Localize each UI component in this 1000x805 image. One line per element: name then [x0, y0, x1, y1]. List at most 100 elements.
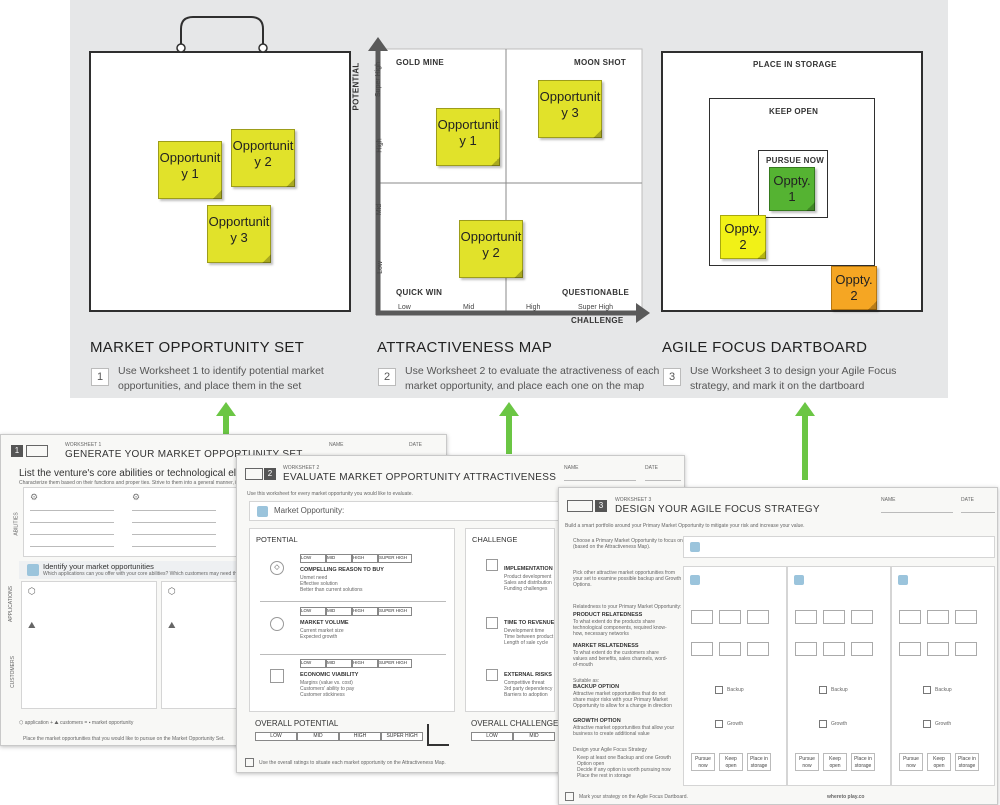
backup-checkbox[interactable]	[715, 686, 723, 694]
gear-icon: ⚙	[30, 492, 39, 502]
ws3-footer: Mark your strategy on the Agile Focus Da…	[579, 794, 688, 800]
worksheet-title: DESIGN YOUR AGILE FOCUS STRATEGY	[615, 504, 820, 515]
market-rings[interactable]	[851, 642, 873, 656]
market-opportunity-label: Market Opportunity:	[274, 506, 345, 515]
abilities-box[interactable]: ⚙ ⚙	[23, 487, 237, 557]
option-column-3[interactable]	[891, 566, 995, 786]
note-line: Oppty.	[773, 173, 811, 188]
ws1-subheading: Characterize them based on their functio…	[19, 480, 339, 486]
overall-potential-scale[interactable]: LOW MID HIGH SUPER HIGH	[255, 732, 423, 742]
scale-mid[interactable]: MID	[326, 607, 352, 616]
set-sticky-note-1[interactable]: Opportunit y 1	[158, 141, 222, 199]
date-label: DATE	[961, 497, 974, 503]
scale-high[interactable]: HIGH	[352, 607, 378, 616]
ws1-heading: List the venture's core abilities or tec…	[19, 468, 269, 479]
market-rings[interactable]	[955, 642, 977, 656]
note-fold	[262, 254, 271, 263]
scale-mid[interactable]: MID	[326, 554, 352, 563]
scale-high[interactable]: HIGH	[352, 659, 378, 668]
product-rings[interactable]	[691, 610, 713, 624]
keep-open-button[interactable]: Keep open	[927, 753, 951, 771]
worksheet-3[interactable]: 3 WORKSHEET 3 DESIGN YOUR AGILE FOCUS ST…	[558, 487, 998, 805]
note-fold	[868, 301, 877, 310]
growth-checkbox[interactable]	[819, 720, 827, 728]
market-rings[interactable]	[899, 642, 921, 656]
set-sticky-note-3[interactable]: Opportunit y 3	[207, 205, 271, 263]
product-rings[interactable]	[955, 610, 977, 624]
product-rings[interactable]	[851, 610, 873, 624]
option-column-1[interactable]	[683, 566, 787, 786]
x-axis-label: CHALLENGE	[571, 316, 624, 325]
scale-mid[interactable]: MID	[326, 659, 352, 668]
growth-option-sub: Attractive market opportunities that all…	[573, 725, 675, 737]
rating-scale[interactable]: LOW MID HIGH SUPER HIGH	[300, 554, 416, 563]
scale-super-high[interactable]: SUPER HIGH	[378, 607, 412, 616]
lightbulb-icon	[257, 506, 268, 517]
pursue-now-button[interactable]: Pursue now	[795, 753, 819, 771]
option-column-2[interactable]	[787, 566, 891, 786]
dart-sticky-oppty-2-storage[interactable]: Oppty. 2	[831, 266, 877, 310]
product-rings[interactable]	[823, 610, 845, 624]
rating-scale[interactable]: LOW MID HIGH SUPER HIGH	[300, 607, 416, 616]
growth-label: Growth	[831, 721, 848, 727]
scale-high[interactable]: HIGH	[339, 732, 381, 741]
potential-panel: POTENTIAL ◇ LOW MID HIGH SUPER HIGH COMP…	[249, 528, 455, 712]
scale-high[interactable]: HIGH	[352, 554, 378, 563]
scale-low[interactable]: LOW	[300, 554, 326, 563]
note-line: Opportunit	[232, 138, 294, 153]
backup-checkbox[interactable]	[819, 686, 827, 694]
scale-low[interactable]: LOW	[471, 732, 513, 741]
dart-sticky-oppty-2-keep[interactable]: Oppty. 2	[720, 215, 766, 259]
product-rings[interactable]	[719, 610, 741, 624]
market-rings[interactable]	[719, 642, 741, 656]
market-rings[interactable]	[927, 642, 949, 656]
backup-checkbox[interactable]	[923, 686, 931, 694]
set-step-number: 1	[91, 368, 109, 386]
bag-handle-icon	[176, 16, 268, 53]
market-rings[interactable]	[691, 642, 713, 656]
place-in-storage-button[interactable]: Place in storage	[955, 753, 979, 771]
market-rings[interactable]	[747, 642, 769, 656]
chart-icon	[270, 669, 284, 683]
map-sticky-note-2[interactable]: Opportunit y 2	[459, 220, 523, 278]
scale-mid[interactable]: MID	[513, 732, 555, 741]
scale-super-high[interactable]: SUPER HIGH	[378, 659, 412, 668]
item-title: COMPELLING REASON TO BUY	[300, 567, 384, 573]
product-rings[interactable]	[795, 610, 817, 624]
map-sticky-note-1[interactable]: Opportunit y 1	[436, 108, 500, 166]
growth-option: GROWTH OPTION	[573, 718, 621, 724]
pursue-now-button[interactable]: Pursue now	[691, 753, 715, 771]
market-rings[interactable]	[795, 642, 817, 656]
opportunity-box-2[interactable]: ⬡ ⛰	[161, 581, 247, 709]
challenge-panel: CHALLENGE IMPLEMENTATION Product develop…	[465, 528, 555, 712]
set-sticky-note-2[interactable]: Opportunit y 2	[231, 129, 295, 187]
growth-checkbox[interactable]	[715, 720, 723, 728]
place-in-storage-button[interactable]: Place in storage	[747, 753, 771, 771]
place-in-storage-button[interactable]: Place in storage	[851, 753, 875, 771]
scale-low[interactable]: LOW	[255, 732, 297, 741]
scale-mid[interactable]: MID	[297, 732, 339, 741]
scale-super-high[interactable]: SUPER HIGH	[381, 732, 423, 741]
product-rings[interactable]	[899, 610, 921, 624]
market-rings[interactable]	[823, 642, 845, 656]
overall-challenge-scale[interactable]: LOW MID	[471, 732, 555, 742]
keep-open-button[interactable]: Keep open	[823, 753, 847, 771]
ws3-intro: Build a smart portfolio around your Prim…	[565, 523, 805, 529]
product-rings[interactable]	[747, 610, 769, 624]
divider	[260, 654, 446, 655]
product-rings[interactable]	[927, 610, 949, 624]
map-sticky-note-3[interactable]: Opportunit y 3	[538, 80, 602, 138]
primary-opportunity-field[interactable]	[683, 536, 995, 558]
rating-scale[interactable]: LOW MID HIGH SUPER HIGH	[300, 659, 416, 668]
scale-low[interactable]: LOW	[300, 659, 326, 668]
dart-sticky-oppty-1[interactable]: Oppty. 1	[769, 167, 815, 211]
keep-open-button[interactable]: Keep open	[719, 753, 743, 771]
pursue-now-button[interactable]: Pursue now	[899, 753, 923, 771]
desc-line: market opportunity, and place each one o…	[405, 380, 645, 392]
opportunity-box-1[interactable]: ⬡ ⛰	[21, 581, 157, 709]
scale-low[interactable]: LOW	[300, 607, 326, 616]
scale-super-high[interactable]: SUPER HIGH	[378, 554, 412, 563]
dartboard-outer-zone: PLACE IN STORAGE KEEP OPEN PURSUE NOW Op…	[661, 51, 923, 312]
entry-line	[132, 534, 216, 535]
growth-checkbox[interactable]	[923, 720, 931, 728]
